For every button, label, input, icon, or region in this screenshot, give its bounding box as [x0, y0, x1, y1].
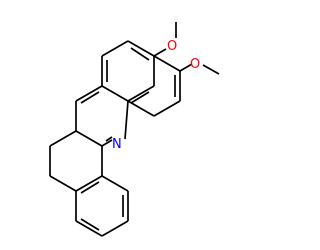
bond: [127, 85, 155, 102]
bond: [179, 63, 193, 72]
double-bond-inner: [80, 218, 100, 231]
double-bond-inner: [80, 91, 100, 104]
methoxy-right: [179, 63, 220, 75]
bond: [124, 100, 129, 140]
chemical-structure: N O O: [49, 22, 220, 237]
bond: [101, 220, 129, 237]
bond: [101, 175, 129, 192]
bond: [127, 100, 155, 117]
bond: [75, 130, 103, 147]
bond: [202, 64, 220, 75]
upper-benzene-ring: [101, 40, 155, 104]
fused-edges: [127, 55, 181, 117]
oxygen-label-top: O: [167, 39, 177, 54]
bottom-benzene-ring: [75, 175, 129, 237]
oxygen-label-right: O: [190, 57, 200, 72]
nitrogen-label: N: [112, 137, 122, 152]
bond: [75, 220, 103, 237]
bond: [153, 55, 181, 72]
double-bond-inner: [105, 136, 113, 142]
structure-canvas: N O O: [49, 22, 220, 237]
double-bond-inner: [80, 181, 100, 194]
bond: [75, 175, 103, 192]
bond: [101, 85, 129, 102]
bond: [101, 139, 113, 147]
bond: [75, 85, 103, 102]
methoxy-top: [153, 22, 177, 57]
bond: [101, 40, 129, 57]
bond: [153, 48, 167, 57]
double-bond-inner: [130, 91, 150, 104]
bond: [49, 175, 77, 192]
dihydro-ring: [49, 130, 103, 192]
bond: [49, 130, 77, 147]
pyridine-ring: [75, 85, 129, 147]
bond: [153, 100, 181, 117]
bond: [127, 40, 155, 57]
double-bond-inner: [130, 47, 150, 61]
